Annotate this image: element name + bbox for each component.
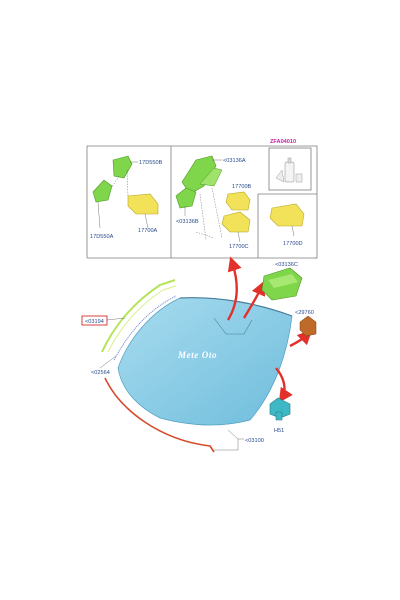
cover-03136B — [175, 187, 197, 209]
windshield-glass — [117, 297, 293, 426]
label-17700A: 17700A — [138, 228, 158, 234]
label-17700B: 17700B — [232, 184, 252, 190]
arrow-to-H51 — [275, 367, 293, 403]
arrow-to-03136C — [242, 280, 266, 319]
arrow-to-29760 — [289, 329, 313, 348]
label-17700D: 17700D — [283, 241, 303, 247]
lower-seal-03100 — [104, 377, 215, 453]
right-panel-parts: ZFA04010 17700D — [269, 139, 305, 247]
bracket-17D550B — [112, 155, 133, 179]
label-03136A: <03136A — [223, 158, 246, 164]
side-seal-02564 — [113, 295, 177, 361]
left-panel-parts: 17D550B 17D550A 17700A — [90, 155, 163, 240]
upper-parts-frame — [86, 145, 318, 259]
label-H51: H51 — [274, 428, 284, 434]
connector-H51 — [269, 397, 291, 421]
mirror-17700A — [127, 193, 159, 215]
bracket-17D550A — [92, 179, 113, 203]
label-02564: <02564 — [91, 370, 110, 376]
mirror-17700B — [225, 191, 251, 211]
label-17D550A: 17D550A — [90, 234, 114, 240]
label-29760: <29760 — [295, 310, 314, 316]
arrow-to-upper-frame — [226, 256, 242, 321]
label-03100: <03100 — [245, 438, 264, 444]
middle-panel-parts: <03136A <03136B 17700B 17700C — [175, 155, 252, 250]
label-03136B: <03136B — [176, 219, 199, 225]
highlight-box-03194 — [81, 315, 108, 326]
watermark-text: Mete Oto — [177, 350, 217, 360]
sensor-area-outline — [213, 317, 253, 335]
label-ZFA04010: ZFA04010 — [270, 139, 296, 145]
clip-29760 — [299, 315, 317, 337]
label-17D550B: 17D550B — [139, 160, 163, 166]
mirror-17700D — [269, 203, 305, 227]
adhesive-kit-icon — [275, 157, 303, 183]
label-03194: <03194 — [85, 319, 104, 325]
mirror-17700C — [221, 211, 251, 233]
upper-moulding-strip — [101, 279, 176, 353]
label-03136C: <03136C — [275, 262, 298, 268]
label-17700C: 17700C — [229, 244, 249, 250]
